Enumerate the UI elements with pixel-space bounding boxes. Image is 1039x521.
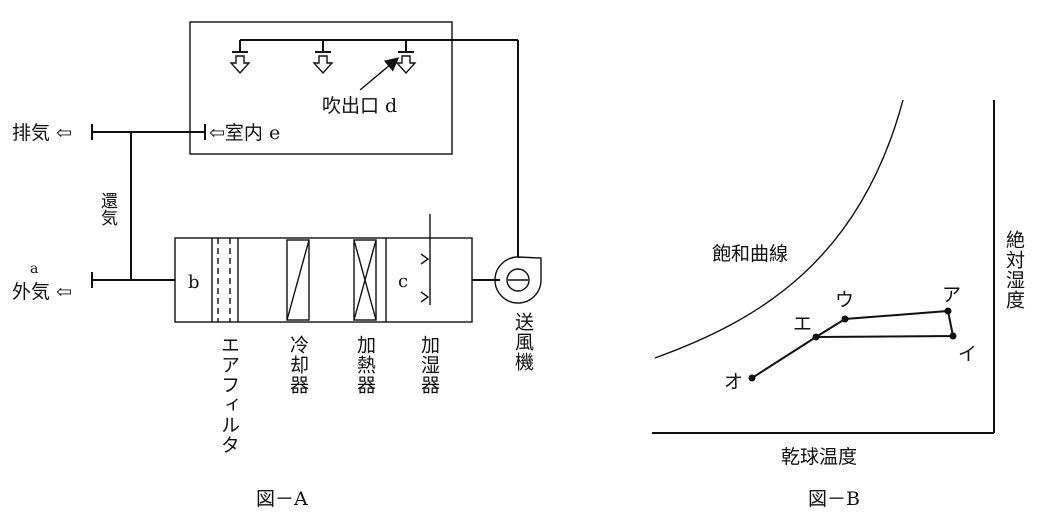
air-filter bbox=[211, 238, 239, 322]
room-label: ⇦室内 e bbox=[209, 122, 280, 144]
label-cooler: 冷却器 bbox=[287, 335, 309, 395]
room-box bbox=[189, 21, 453, 155]
caption-b: 図－B bbox=[808, 488, 860, 510]
cooling-coil bbox=[286, 239, 310, 321]
point-o-label: オ bbox=[724, 371, 743, 393]
point-u-label: ウ bbox=[835, 289, 854, 311]
outside-letter: a bbox=[30, 261, 38, 277]
point-a-marker bbox=[944, 307, 952, 315]
down-arrow-icon bbox=[229, 55, 251, 75]
label-air-filter: エアフィルタ bbox=[218, 335, 240, 455]
letter-b: b bbox=[188, 272, 200, 293]
outside-label: 外気 ⇦ bbox=[12, 281, 72, 303]
exhaust-label: 排気 ⇦ bbox=[12, 122, 72, 144]
y-axis-label: 絶対湿度 bbox=[1003, 230, 1025, 310]
outlet-pointer bbox=[359, 57, 400, 91]
point-u-marker bbox=[841, 315, 849, 323]
x-axis-label: 乾球温度 bbox=[781, 446, 857, 468]
letter-c: c bbox=[398, 271, 408, 292]
air-handling-unit bbox=[174, 237, 473, 323]
return-label: 還気 bbox=[97, 192, 118, 227]
point-e-label: エ bbox=[793, 313, 812, 335]
label-heater: 加熱器 bbox=[354, 335, 376, 395]
label-humidifier: 加湿器 bbox=[418, 335, 440, 395]
saturation-curve bbox=[654, 99, 904, 359]
outlet-label: 吹出口 d bbox=[322, 95, 397, 117]
humidifier: c bbox=[385, 214, 431, 322]
point-a-label: ア bbox=[942, 284, 961, 306]
down-arrow-icon bbox=[395, 55, 417, 75]
point-e-marker bbox=[812, 333, 820, 341]
down-arrow-icon bbox=[312, 55, 334, 75]
point-i-marker bbox=[949, 332, 957, 340]
caption-a: 図－A bbox=[256, 488, 308, 510]
figure-a: 吹出口 d ⇦室内 e 排気 ⇦ 還気 a 外気 ⇦ b bbox=[12, 21, 542, 510]
outlet-1 bbox=[229, 40, 251, 75]
outlet-3 bbox=[395, 40, 417, 75]
label-fan: 送風機 bbox=[512, 312, 534, 372]
supply-outlets bbox=[229, 40, 417, 75]
figure-b: 飽和曲線 ア イ ウ エ オ 乾球温度 絶対湿度 図－B bbox=[652, 99, 1025, 510]
saturation-label: 飽和曲線 bbox=[712, 243, 788, 265]
point-o-marker bbox=[748, 374, 756, 382]
outlet-2 bbox=[312, 40, 334, 75]
process-lines bbox=[751, 309, 955, 379]
point-i-label: イ bbox=[958, 343, 977, 365]
heating-coil bbox=[353, 239, 377, 321]
fan-icon bbox=[494, 256, 542, 304]
